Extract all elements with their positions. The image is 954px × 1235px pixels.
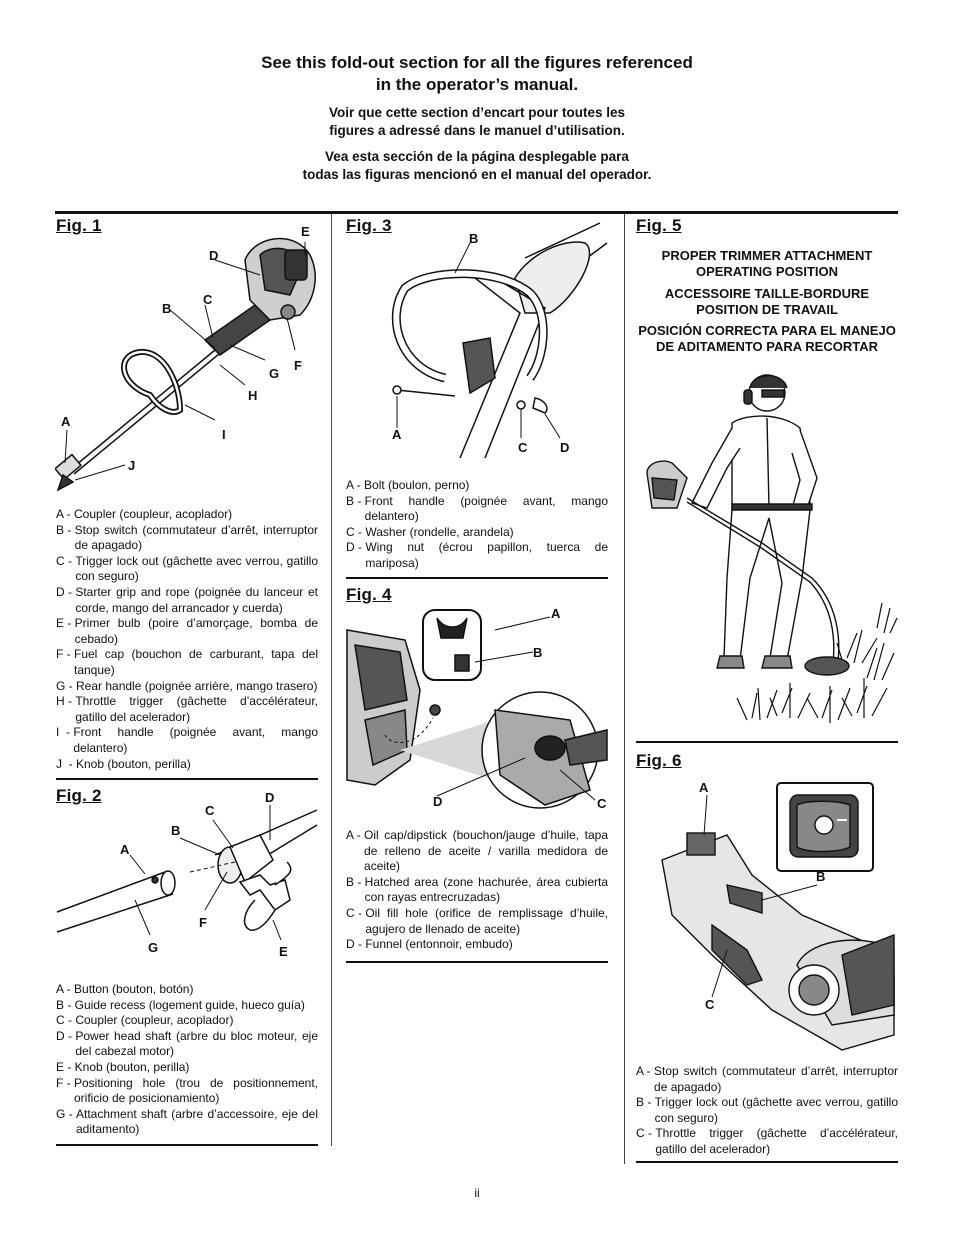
heading-spanish: Vea esta sección de la página desplegabl… <box>0 148 954 184</box>
fig6-callout-b: B <box>816 869 826 884</box>
legend-item: B - Front handle (poignée avant, mango d… <box>346 493 608 524</box>
fig3-title: Fig. 3 <box>346 216 392 235</box>
fig1-callout-b: B <box>162 301 172 316</box>
legend-item: B - Guide recess (logement guide, hueco … <box>56 997 305 1012</box>
legend-item: C - Washer (rondelle, arandela) <box>346 524 514 539</box>
legend-item: C - Coupler (coupleur, acoplador) <box>56 1013 234 1028</box>
legend-item: D - Funnel (entonnoir, embudo) <box>346 937 513 952</box>
legend-item: A - Coupler (coupleur, acoplador) <box>56 507 233 521</box>
fig3-callout-a: A <box>392 427 402 442</box>
legend-item: D - Starter grip and rope (poignée du la… <box>56 584 318 615</box>
legend-item: G - Rear handle (poignée arrière, mango … <box>56 678 318 693</box>
legend-item: B - Stop switch (commutateur d’arrêt, in… <box>56 522 318 553</box>
legend-item: I - Front handle (poignée avant, mango d… <box>56 725 318 755</box>
fig1-callout-e: E <box>301 224 310 239</box>
fig1-callout-j: J <box>128 458 136 473</box>
fig1-callout-a: A <box>61 414 71 429</box>
fig5-bottom-rule <box>636 741 898 743</box>
heading-french-line-2: figures a adressé dans le manuel d’utili… <box>329 123 625 138</box>
legend-item: F - Fuel cap (bouchon de carburant, tapa… <box>56 647 318 677</box>
fig2-callout-g: G <box>148 940 159 955</box>
fig1-callout-g: G <box>269 366 280 381</box>
fig1-title: Fig. 1 <box>56 216 102 235</box>
fig5-operator-illustration <box>646 374 898 723</box>
fig6-callout-a: A <box>699 780 709 795</box>
fig1-legend: A - Coupler (coupleur, acoplador) B - St… <box>56 507 318 772</box>
fig2-callout-f: F <box>199 915 207 930</box>
fig5-title: Fig. 5 <box>636 216 682 235</box>
fig3-front-handle-illustration <box>391 222 608 459</box>
fig6-handle-controls-illustration <box>661 782 895 1051</box>
fig4-callout-a: A <box>551 606 561 621</box>
fig1-bottom-rule <box>56 778 318 780</box>
fig2-title: Fig. 2 <box>56 786 102 805</box>
heading-french: Voir que cette section d’encart pour tou… <box>0 104 954 140</box>
fig2-bottom-rule <box>56 1144 318 1146</box>
legend-item: C - Throttle trigger (gâchette d’accélér… <box>636 1126 898 1156</box>
fig3-bottom-rule <box>346 577 608 579</box>
legend-item: C - Trigger lock out (gâchette avec verr… <box>56 553 318 584</box>
legend-item: G - Attachment shaft (arbre d’accessoire… <box>56 1106 318 1137</box>
fig2-callout-e: E <box>279 944 288 959</box>
heading-spanish-line-2: todas las figuras mencionó en el manual … <box>302 167 652 182</box>
fig4-callout-d: D <box>433 794 443 809</box>
fig3-callout-b: B <box>469 231 479 246</box>
column-divider-2 <box>624 214 625 1164</box>
legend-item: A - Stop switch (commutateur d’arrêt, in… <box>636 1064 898 1094</box>
legend-item: A - Button (bouton, botón) <box>56 982 194 996</box>
legend-item: D - Power head shaft (arbre du bloc mote… <box>56 1028 318 1059</box>
legend-item: D - Wing nut (écrou papillon, tuerca de … <box>346 540 608 570</box>
legend-item: H - Throttle trigger (gâchette d’accélér… <box>56 694 318 724</box>
heading-french-line-1: Voir que cette section d’encart pour tou… <box>328 105 626 120</box>
fig1-trimmer-illustration <box>55 238 316 492</box>
fig1-callout-d: D <box>209 248 219 263</box>
fig6-title: Fig. 6 <box>636 751 682 770</box>
fig2-callout-a: A <box>120 842 130 857</box>
fig4-oil-fill-illustration <box>346 609 608 809</box>
fig2-legend: A - Button (bouton, botón) B - Guide rec… <box>56 982 318 1138</box>
fig2-callout-c: C <box>205 803 215 818</box>
fig2-callout-d: D <box>265 790 275 805</box>
fig4-title: Fig. 4 <box>346 585 392 604</box>
fig1-callout-i: I <box>222 427 226 442</box>
fig1-callout-c: C <box>203 292 213 307</box>
fig3-legend: A - Bolt (boulon, perno) B - Front handl… <box>346 478 608 572</box>
fig3-callout-d: D <box>560 440 570 455</box>
column-divider-1 <box>331 214 332 1146</box>
fig6-callout-c: C <box>705 997 715 1012</box>
fig2-coupler-illustration <box>56 805 318 941</box>
legend-item: A - Bolt (boulon, perno) <box>346 478 470 492</box>
fig3-callout-c: C <box>518 440 528 455</box>
legend-item: F - Positioning hole (trou de positionne… <box>56 1075 318 1106</box>
fig4-callout-c: C <box>597 796 607 811</box>
legend-item: E - Primer bulb (poire d’amorçage, bomba… <box>56 616 318 646</box>
heading-spanish-line-1: Vea esta sección de la página desplegabl… <box>325 149 629 164</box>
fig1-callout-f: F <box>294 358 302 373</box>
legend-item: B - Trigger lock out (gâchette avec verr… <box>636 1095 898 1125</box>
fig1-callout-h: H <box>248 388 258 403</box>
legend-item: B - Hatched area (zone hachurée, área cu… <box>346 874 608 905</box>
fig2-callout-b: B <box>171 823 181 838</box>
top-rule <box>55 211 898 214</box>
fig6-legend: A - Stop switch (commutateur d’arrêt, in… <box>636 1064 898 1158</box>
legend-item: E - Knob (bouton, perilla) <box>56 1059 190 1074</box>
heading-line-1: See this fold-out section for all the fi… <box>261 53 693 72</box>
legend-item: C - Oil fill hole (orifice de remplissag… <box>346 905 608 936</box>
page-heading: See this fold-out section for all the fi… <box>0 52 954 96</box>
fig6-bottom-rule <box>636 1161 898 1163</box>
fig4-legend: A - Oil cap/dipstick (bouchon/jauge d’hu… <box>346 828 608 953</box>
heading-line-2: in the operator’s manual. <box>375 75 579 94</box>
legend-item: A - Oil cap/dipstick (bouchon/jauge d’hu… <box>346 828 608 874</box>
fig4-bottom-rule <box>346 961 608 963</box>
legend-item: J - Knob (bouton, perilla) <box>56 756 191 771</box>
page-number: ii <box>474 1186 480 1200</box>
fig4-callout-b: B <box>533 645 543 660</box>
